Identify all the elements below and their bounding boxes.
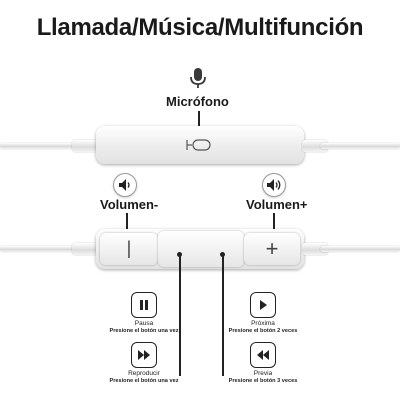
microphone-label: Micrófono bbox=[166, 94, 229, 109]
previous-label: Previa bbox=[253, 370, 273, 377]
volume-up-button[interactable]: + bbox=[244, 233, 300, 265]
cable-left-bottom bbox=[0, 246, 80, 252]
pause-label: Pausa bbox=[134, 320, 154, 327]
cable-right-top bbox=[320, 143, 400, 149]
next-description: Presione el botón 2 veces bbox=[228, 328, 298, 334]
volume-down-button[interactable]: | bbox=[100, 233, 158, 265]
volume-down-pointer-line bbox=[126, 213, 128, 243]
cable-collar-left-top bbox=[72, 140, 98, 152]
rewind-icon bbox=[250, 342, 276, 368]
center-left-pointer-dot bbox=[177, 252, 182, 257]
microphone-port-icon bbox=[184, 138, 214, 157]
volume-down-glyph: | bbox=[126, 238, 132, 258]
cable-right-bottom bbox=[320, 246, 400, 252]
play-description: Presione el botón una vez bbox=[109, 378, 179, 384]
pause-icon bbox=[131, 292, 157, 318]
volume-down-label: Volumen- bbox=[100, 197, 159, 212]
microphone-remote bbox=[96, 126, 304, 164]
speaker-high-icon bbox=[263, 174, 285, 196]
cable-left-top bbox=[0, 143, 80, 149]
center-button[interactable] bbox=[158, 231, 244, 267]
pause-description: Presione el botón una vez bbox=[109, 328, 179, 334]
volume-up-glyph: + bbox=[265, 236, 279, 261]
speaker-low-icon bbox=[114, 174, 136, 196]
page-title: Llamada/Música/Multifunción bbox=[36, 14, 364, 41]
next-label: Próxima bbox=[251, 320, 275, 327]
play-label: Reproducir bbox=[128, 370, 160, 377]
volume-up-pointer-line bbox=[273, 213, 275, 243]
fast-forward-icon bbox=[131, 342, 157, 368]
previous-description: Presione el botón 3 veces bbox=[228, 378, 298, 384]
next-icon bbox=[250, 292, 276, 318]
center-right-pointer-line bbox=[222, 256, 224, 376]
cable-collar-left-bottom bbox=[72, 243, 98, 255]
center-right-pointer-dot bbox=[220, 252, 225, 257]
center-left-pointer-line bbox=[179, 256, 181, 376]
microphone-icon bbox=[186, 66, 210, 90]
volume-up-label: Volumen+ bbox=[246, 197, 308, 212]
